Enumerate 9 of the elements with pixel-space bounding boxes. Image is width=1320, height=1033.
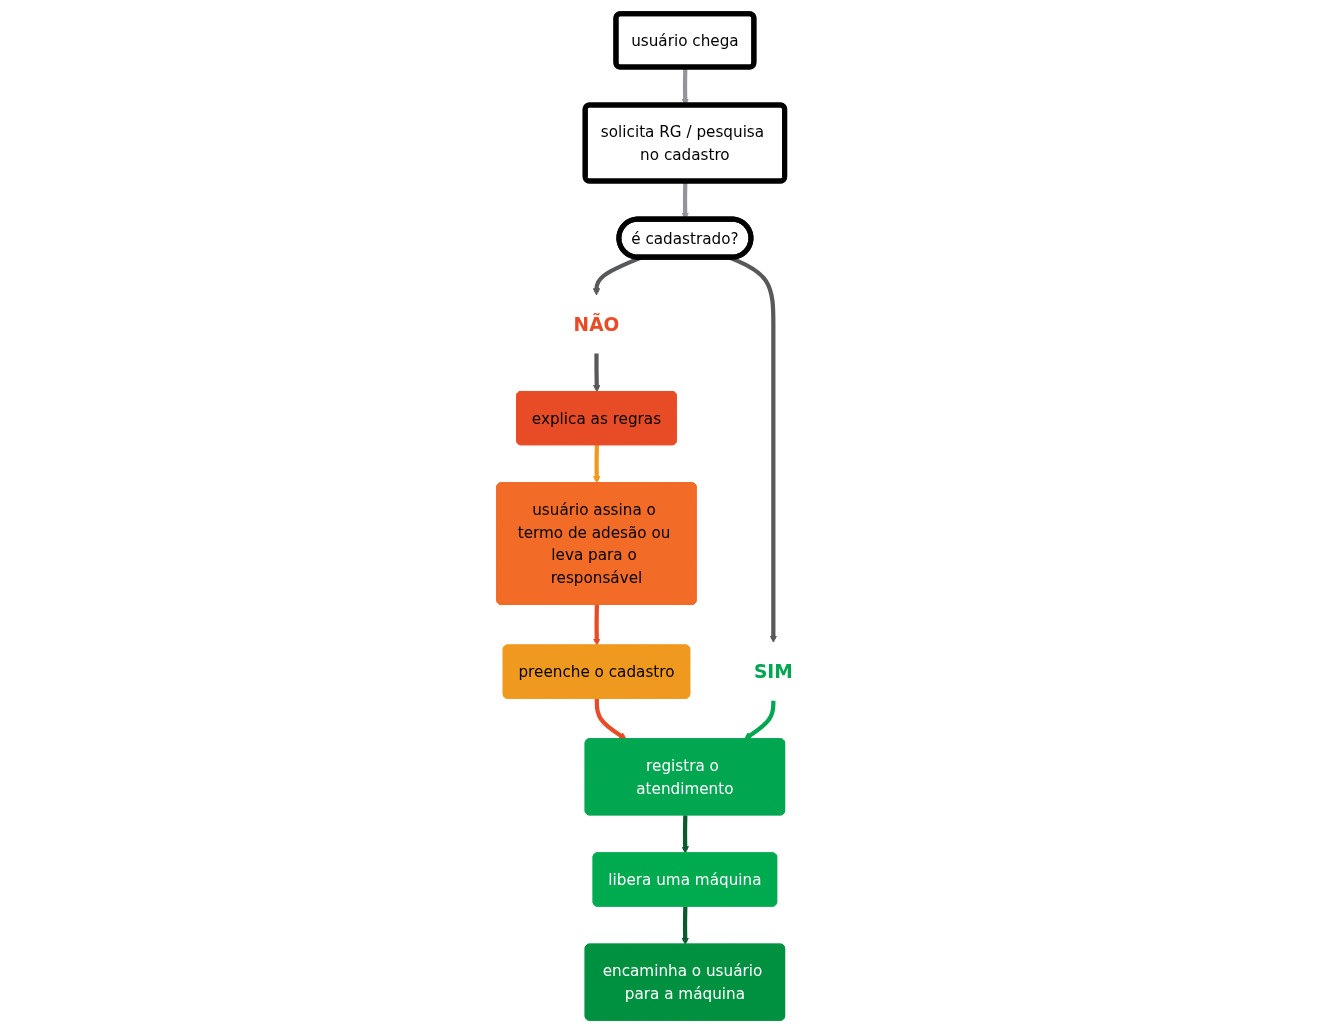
- arrow: [594, 698, 627, 740]
- arrow: [593, 604, 601, 646]
- node-text: NÃO: [573, 313, 620, 335]
- node-text: SIM: [753, 660, 793, 682]
- arrow: [681, 906, 689, 945]
- arrow: [593, 353, 601, 392]
- arrow: [681, 814, 689, 854]
- arrow: [744, 700, 776, 740]
- arrow: [593, 444, 601, 484]
